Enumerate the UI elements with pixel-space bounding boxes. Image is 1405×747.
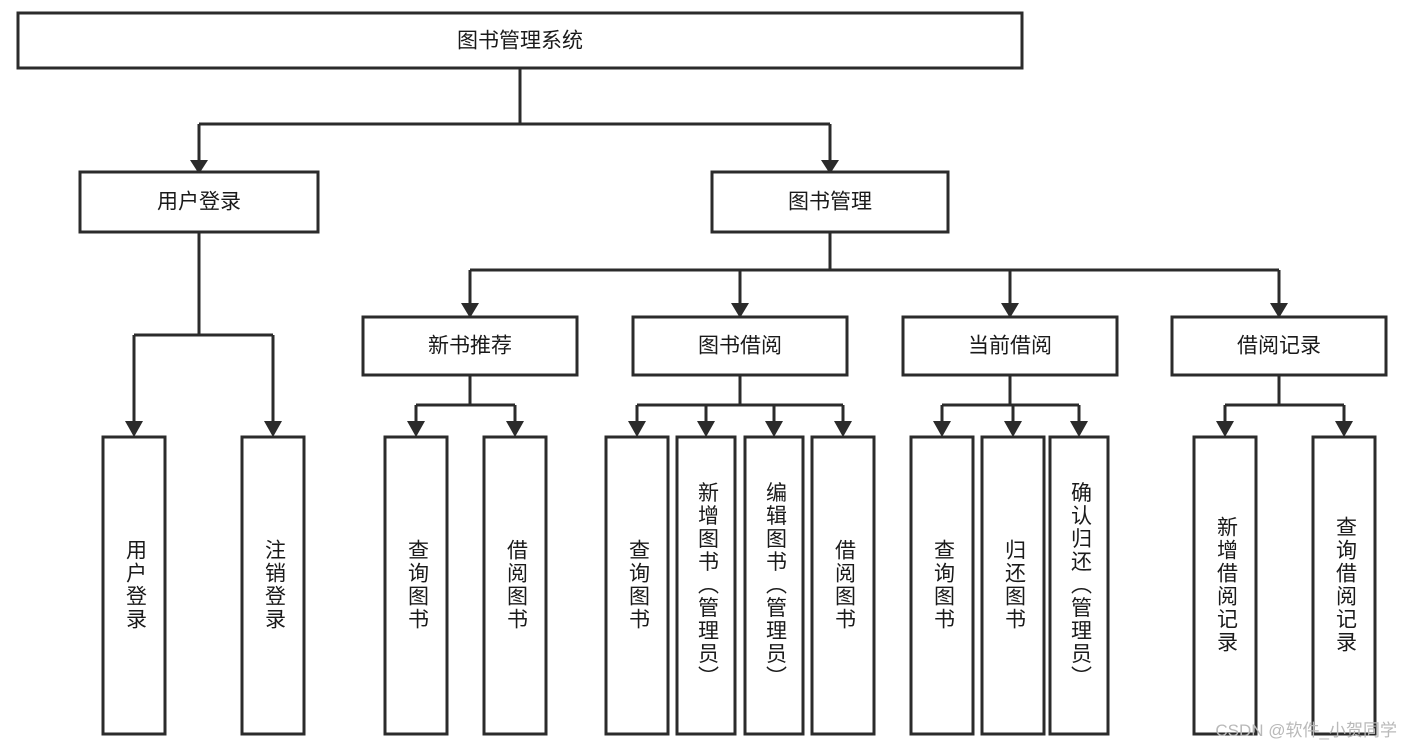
connector-borrow-record-bus xyxy=(1223,375,1346,425)
node-leaf-logout[interactable]: 注销登录 xyxy=(240,435,306,736)
node-book-manage[interactable]: 图书管理 xyxy=(710,170,950,234)
arrow-head-leaf-edit-book xyxy=(765,421,783,437)
node-leaf-query-book-1[interactable]: 查询图书 xyxy=(383,435,449,736)
node-leaf-return-book-label: 归还图书 xyxy=(1002,539,1026,631)
arrow-head-current-borrow xyxy=(1001,303,1019,318)
node-leaf-user-login[interactable]: 用户登录 xyxy=(101,435,167,736)
node-leaf-query-book-1-label: 查询图书 xyxy=(405,539,429,631)
node-new-book-rec-box[interactable] xyxy=(361,315,579,377)
node-leaf-confirm-return[interactable]: 确认归还（管理员） xyxy=(1048,435,1110,736)
node-root-label: 图书管理系统 xyxy=(457,30,583,53)
node-leaf-add-record-label: 新增借阅记录 xyxy=(1214,516,1238,654)
arrow-head-leaf-borrow-book-2 xyxy=(834,421,852,437)
arrow-head-leaf-add-record xyxy=(1216,421,1234,437)
node-current-borrow-box[interactable] xyxy=(901,315,1119,377)
arrow-head-leaf-confirm-return xyxy=(1070,421,1088,437)
node-leaf-query-record-box[interactable] xyxy=(1311,435,1377,736)
node-leaf-query-book-3-box[interactable] xyxy=(909,435,975,736)
node-leaf-logout-box[interactable] xyxy=(240,435,306,736)
node-new-book-rec-label: 新书推荐 xyxy=(428,335,512,358)
arrow-head-leaf-query-book-3 xyxy=(933,421,951,437)
node-leaf-borrow-book-1-label: 借阅图书 xyxy=(504,539,528,631)
connector-book-borrow-bus xyxy=(635,375,845,425)
node-leaf-add-book[interactable]: 新增图书（管理员） xyxy=(675,435,737,736)
connector-root-bus xyxy=(197,68,832,160)
node-leaf-add-record-box[interactable] xyxy=(1192,435,1258,736)
node-leaf-user-login-label: 用户登录 xyxy=(123,539,147,631)
node-leaf-query-record-label: 查询借阅记录 xyxy=(1333,516,1357,654)
node-user-login[interactable]: 用户登录 xyxy=(78,170,320,234)
node-borrow-record-box[interactable] xyxy=(1170,315,1388,377)
arrow-head-leaf-return-book xyxy=(1004,421,1022,437)
node-leaf-borrow-book-2-label: 借阅图书 xyxy=(832,539,856,631)
arrow-head-leaf-logout xyxy=(264,421,282,437)
node-book-borrow-label: 图书借阅 xyxy=(698,335,782,358)
arrow-head-leaf-user-login xyxy=(125,421,143,437)
node-leaf-borrow-book-2[interactable]: 借阅图书 xyxy=(810,435,876,736)
node-book-borrow-box[interactable] xyxy=(631,315,849,377)
node-user-login-box[interactable] xyxy=(78,170,320,234)
connector-book-manage-bus xyxy=(468,232,1281,305)
arrow-head-book-manage xyxy=(821,160,839,174)
node-leaf-query-book-3[interactable]: 查询图书 xyxy=(909,435,975,736)
node-borrow-record-label: 借阅记录 xyxy=(1237,335,1321,358)
node-leaf-user-login-box[interactable] xyxy=(101,435,167,736)
node-new-book-rec[interactable]: 新书推荐 xyxy=(361,315,579,377)
node-leaf-return-book-box[interactable] xyxy=(980,435,1046,736)
node-current-borrow-label: 当前借阅 xyxy=(968,335,1052,358)
node-leaf-add-book-box[interactable] xyxy=(675,435,737,736)
node-leaf-query-record[interactable]: 查询借阅记录 xyxy=(1311,435,1377,736)
node-user-login-label: 用户登录 xyxy=(157,191,241,214)
arrow-head-user-login xyxy=(190,160,208,174)
arrow-head-book-borrow xyxy=(731,303,749,318)
node-root-box[interactable] xyxy=(16,11,1024,70)
arrow-head-leaf-query-book-1 xyxy=(407,421,425,437)
node-borrow-record[interactable]: 借阅记录 xyxy=(1170,315,1388,377)
node-root[interactable]: 图书管理系统 xyxy=(16,11,1024,70)
connector-layer xyxy=(125,68,1353,437)
node-leaf-add-record[interactable]: 新增借阅记录 xyxy=(1192,435,1258,736)
arrow-head-leaf-query-record xyxy=(1335,421,1353,437)
node-book-manage-box[interactable] xyxy=(710,170,950,234)
arrow-head-leaf-query-book-2 xyxy=(628,421,646,437)
node-leaf-query-book-2[interactable]: 查询图书 xyxy=(604,435,670,736)
node-book-borrow[interactable]: 图书借阅 xyxy=(631,315,849,377)
node-leaf-borrow-book-1-box[interactable] xyxy=(482,435,548,736)
node-leaf-query-book-2-label: 查询图书 xyxy=(626,539,650,631)
arrow-head-leaf-borrow-book-1 xyxy=(506,421,524,437)
node-leaf-edit-book-box[interactable] xyxy=(743,435,805,736)
node-leaf-borrow-book-2-box[interactable] xyxy=(810,435,876,736)
node-leaf-logout-label: 注销登录 xyxy=(262,539,286,631)
node-book-manage-label: 图书管理 xyxy=(788,191,872,214)
node-leaf-edit-book[interactable]: 编辑图书（管理员） xyxy=(743,435,805,736)
arrow-head-borrow-record xyxy=(1270,303,1288,318)
node-leaf-return-book[interactable]: 归还图书 xyxy=(980,435,1046,736)
node-leaf-confirm-return-label: 确认归还（管理员） xyxy=(1068,482,1092,689)
connector-current-borrow-bus xyxy=(940,375,1081,425)
node-leaf-edit-book-label: 编辑图书（管理员） xyxy=(763,482,787,689)
connector-user-login-bus xyxy=(132,232,275,425)
arrow-head-new-book-rec xyxy=(461,303,479,318)
node-current-borrow[interactable]: 当前借阅 xyxy=(901,315,1119,377)
node-leaf-query-book-3-label: 查询图书 xyxy=(931,539,955,631)
arrow-head-leaf-add-book xyxy=(697,421,715,437)
node-leaf-confirm-return-box[interactable] xyxy=(1048,435,1110,736)
node-leaf-add-book-label: 新增图书（管理员） xyxy=(695,482,719,689)
connector-new-book-rec-bus xyxy=(414,375,517,425)
node-leaf-borrow-book-1[interactable]: 借阅图书 xyxy=(482,435,548,736)
node-leaf-query-book-1-box[interactable] xyxy=(383,435,449,736)
node-leaf-query-book-2-box[interactable] xyxy=(604,435,670,736)
